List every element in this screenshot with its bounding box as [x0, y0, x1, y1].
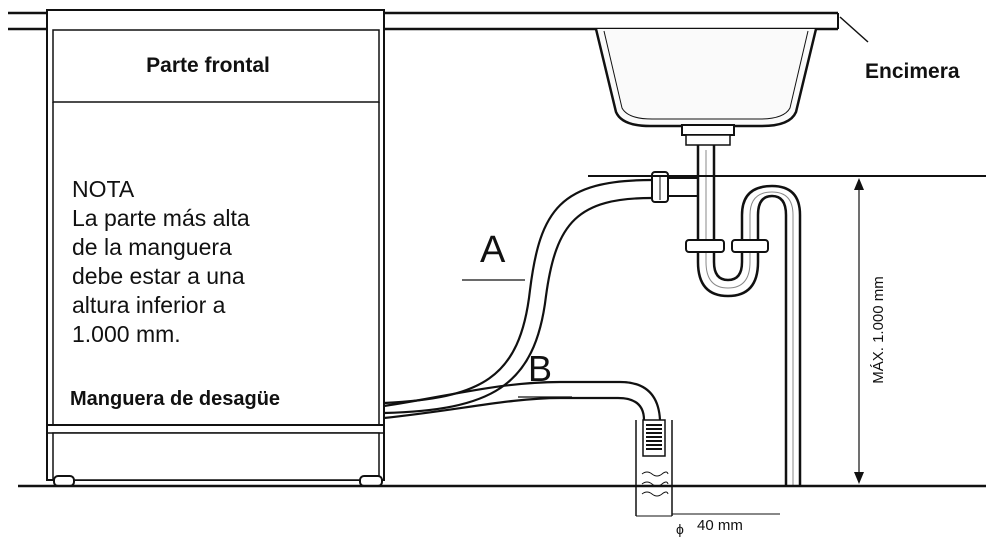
- diameter-symbol: ϕ: [676, 521, 684, 537]
- max-height-label: MÁX. 1.000 mm: [870, 276, 887, 384]
- note-line-0: NOTA: [72, 176, 135, 202]
- floor-drain-pipe: [635, 419, 673, 517]
- max-height-dimension: MÁX. 1.000 mm: [854, 178, 887, 484]
- drain-hose-a: [383, 178, 653, 415]
- note-line-5: 1.000 mm.: [72, 321, 181, 347]
- sink-basin: [594, 28, 818, 128]
- drain-hose-b: [383, 380, 662, 421]
- note-line-4: altura inferior a: [72, 292, 226, 318]
- hose-b-label: B: [528, 348, 552, 389]
- front-panel-label: Parte frontal: [146, 54, 270, 77]
- hose-a-label: A: [480, 229, 506, 271]
- dishwasher-body: [46, 9, 385, 487]
- diameter-dimension: ϕ 40 mm: [672, 513, 780, 537]
- sink-drain-trap: [651, 124, 802, 486]
- note-line-3: debe estar a una: [72, 263, 245, 289]
- countertop-label: Encimera: [865, 60, 960, 83]
- note-text: NOTA La parte más alta de la manguera de…: [72, 176, 250, 347]
- note-line-1: La parte más alta: [72, 205, 250, 231]
- drain-hose-label: Manguera de desagüe: [70, 388, 280, 410]
- note-line-2: de la manguera: [72, 234, 232, 260]
- diameter-value: 40 mm: [697, 517, 743, 534]
- countertop-pointer: [839, 16, 869, 43]
